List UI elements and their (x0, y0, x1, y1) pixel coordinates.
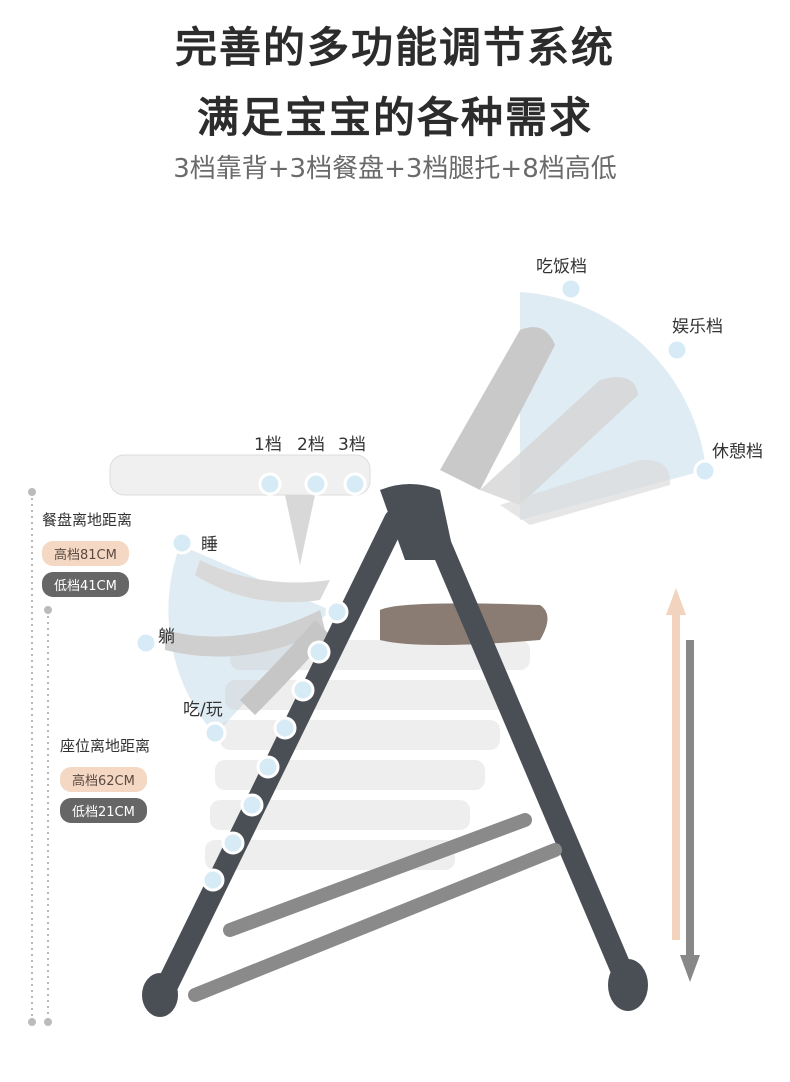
tray-height-high-badge: 高档81CM (42, 541, 129, 566)
seat-height-low-badge: 低档21CM (60, 798, 147, 823)
label-tray-3: 3档 (338, 435, 366, 455)
dot-play (665, 338, 689, 362)
dot-tray-3 (343, 472, 367, 496)
label-tray-2: 2档 (297, 435, 325, 455)
legrest-sleep (195, 560, 330, 603)
backrest-eat (440, 327, 555, 490)
dot-eat-play (203, 721, 227, 745)
tray-post (285, 495, 315, 565)
seat-height-high-badge: 高档62CM (60, 767, 147, 792)
label-eat-play: 吃/玩 (183, 700, 223, 720)
height-dots (201, 600, 349, 892)
dot-lie (134, 631, 158, 655)
frame-front-leg (149, 509, 406, 1011)
dot-rest (693, 459, 717, 483)
backrest-play (480, 377, 638, 505)
down-arrow-icon (680, 955, 700, 982)
dot-tray-2 (304, 472, 328, 496)
legrest-lie (165, 610, 325, 657)
label-sleep: 睡 (201, 535, 218, 555)
backrest-rest (500, 459, 671, 525)
label-lie: 躺 (158, 627, 175, 647)
label-eat-mode: 吃饭档 (536, 257, 587, 277)
dot-eat (559, 277, 583, 301)
up-arrow-icon (666, 588, 686, 615)
label-rest-mode: 休憩档 (712, 442, 763, 462)
subtitle: 3档靠背+3档餐盘+3档腿托+8档高低 (173, 154, 617, 184)
label-play-mode: 娱乐档 (672, 317, 723, 337)
frame-upper-bar (223, 813, 532, 937)
frame-rear-leg (419, 509, 641, 1001)
frame-lower-bar (188, 843, 562, 1002)
label-tray-1: 1档 (254, 435, 282, 455)
title-line-2: 满足宝宝的各种需求 (196, 93, 593, 142)
front-foot (142, 973, 178, 1017)
title-line-1: 完善的多功能调节系统 (174, 23, 615, 72)
dot-tray-1 (258, 472, 282, 496)
legrest-eat-play (240, 620, 330, 715)
rear-foot (608, 959, 648, 1011)
tray-height-label: 餐盘离地距离 (42, 511, 133, 529)
seat-height-label: 座位离地距离 (60, 737, 151, 755)
tray-shape (109, 454, 371, 496)
tray-height-low-badge: 低档41CM (42, 572, 129, 597)
dot-sleep (170, 531, 194, 555)
